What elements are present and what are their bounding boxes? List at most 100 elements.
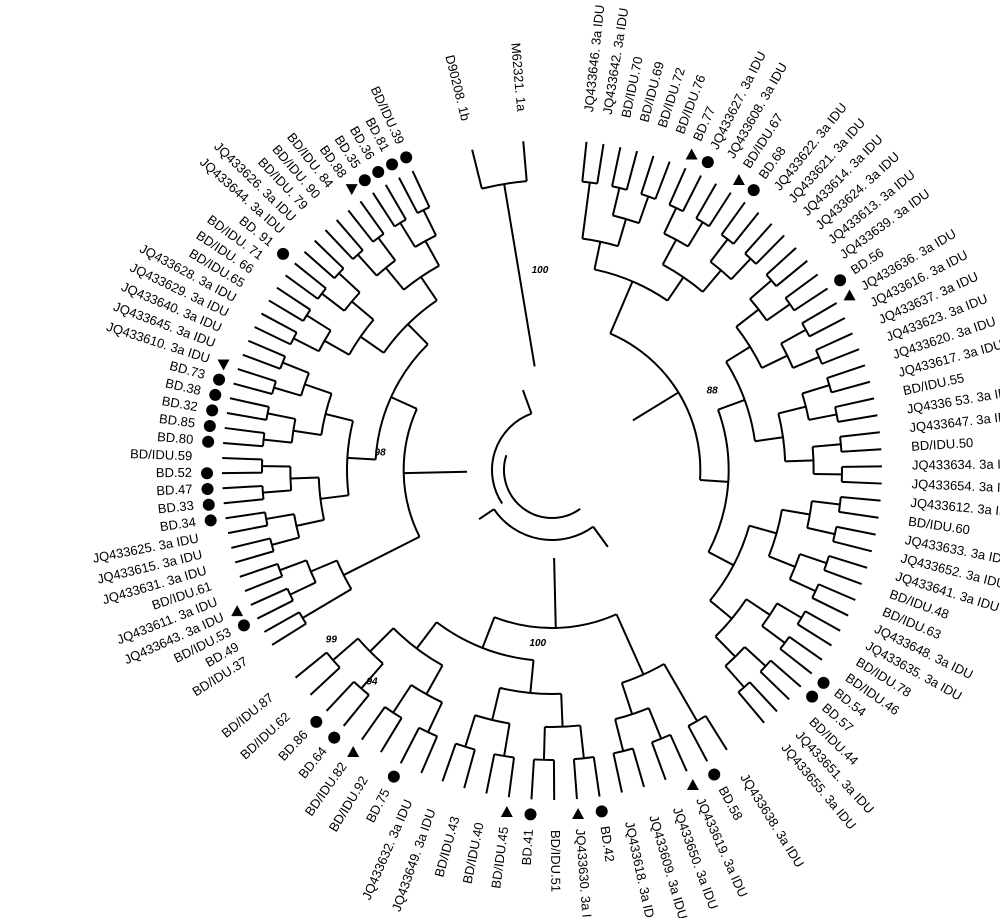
leaf-marker-triangle [347,745,360,757]
branch-arc [336,560,353,590]
branch-radial [637,196,650,224]
branch-radial [788,635,823,661]
branch-radial [491,687,501,721]
branch-radial [294,651,328,679]
branch-radial [647,707,663,740]
branch-radial [776,602,803,619]
branch-radial [268,299,304,322]
branch-arc [788,553,801,580]
branch-radial [338,272,361,294]
leaf-label: BD/IDU.43 [431,815,462,879]
leaf-marker-triangle [686,778,699,790]
branch-radial [725,345,751,363]
branch-radial [441,743,457,782]
branch-radial [699,478,729,483]
branch-radial [425,664,444,695]
leaf-label: BD.34 [159,514,197,534]
branch-radial [294,262,327,290]
branch-radial [761,354,788,369]
leaf-marker-circle [701,156,714,169]
branch-radial [332,637,359,661]
branch-radial [701,269,722,293]
branch-radial [357,253,378,277]
branch-radial [222,484,263,490]
leaf-marker-circle [328,731,341,744]
leaf-marker-circle [310,715,323,728]
leaf-marker-circle [747,184,760,197]
leaf-marker-circle [204,514,217,527]
branch-radial [302,588,352,619]
branch-arc [796,610,807,625]
branch-radial [592,756,601,797]
branch-radial [359,200,385,235]
branch-radial [799,553,827,565]
branch-radial [775,260,808,287]
branch-radial [265,513,295,520]
leaf-marker-triangle [843,289,856,301]
branch-radial [422,209,437,236]
branch-radial [730,257,752,281]
leaf-label: BD/IDU.59 [130,446,193,463]
branch-arc [573,755,594,761]
branch-radial [273,386,302,397]
branch-radial [654,161,671,200]
leaf-marker-circle [387,770,400,783]
backbone-branch [521,389,533,414]
leaf-label: BD.75 [363,786,393,825]
branch-arc [767,509,783,557]
branch-radial [717,399,746,411]
branch-arc [269,538,275,552]
branch-arc [687,715,707,727]
clade-stem [503,183,536,367]
branch-radial [765,247,797,276]
branch-arc [298,611,307,625]
branch-radial [225,511,266,520]
branch-radial [231,537,271,549]
branch-radial [823,569,863,586]
clade-stem [403,470,468,475]
branch-radial [507,757,516,798]
leaf-label: BD.80 [157,429,194,447]
branch-radial [811,500,841,506]
branch-radial [612,753,623,793]
branch-radial [325,413,354,422]
leaf-label: JQ433654. 3a IDU [911,476,1000,495]
leaf-label: JQ433630. 3a IDU [573,828,596,918]
branch-radial [522,141,528,182]
branch-arc [264,512,269,526]
branch-radial [335,219,364,251]
branch-arc [305,560,317,583]
branch-radial [343,535,420,576]
branch-radial [749,279,773,300]
branch-radial [325,681,355,712]
bootstrap-value: 94 [366,676,378,687]
branch-radial [780,328,807,345]
bootstrap-value: 88 [707,386,719,397]
branch-radial [390,396,418,410]
branch-radial [384,184,407,220]
branch-radial [293,429,322,436]
branch-radial [841,448,882,453]
branch-radial [821,348,860,365]
branch-radial [530,759,535,800]
branch-radial [838,510,879,519]
branch-radial [611,146,622,187]
branch-radial [485,754,496,794]
leaf-marker-circle [400,151,413,164]
branch-radial [581,141,588,182]
leaf-marker-circle [201,467,214,480]
leaf-marker-circle [806,690,819,703]
branch-radial [749,524,777,535]
leaf-marker-triangle [572,808,585,820]
branch-radial [744,646,767,667]
branch-radial [609,281,634,334]
branch-arc [302,309,312,322]
branch-arc [801,322,811,337]
branch-arc [271,380,277,395]
branch-radial [704,715,728,751]
leaf-marker-circle [708,768,721,781]
branch-radial [663,207,678,234]
branch-radial [290,476,319,480]
leaf-marker-circle [595,805,608,818]
